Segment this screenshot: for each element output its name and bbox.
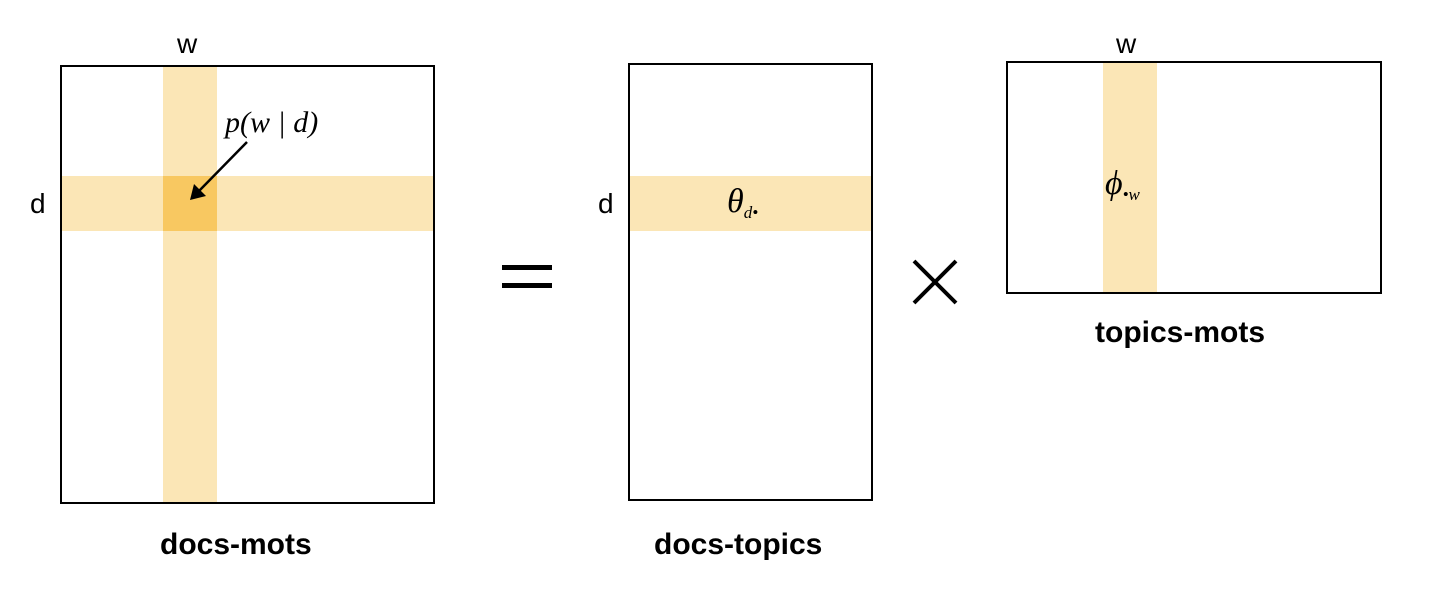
docs-words-col-label: w — [177, 28, 198, 59]
topics-words-col-label: w — [1116, 28, 1137, 59]
phi-symbol: ϕ•w — [1105, 167, 1140, 203]
annotation-arrow — [190, 141, 248, 200]
docs-words-intersection-cell — [163, 176, 217, 231]
equals-sign — [502, 265, 552, 288]
docs-topics-row-highlight — [630, 176, 871, 231]
theta-subscript: d• — [743, 202, 759, 222]
docs-words-caption: docs-mots — [160, 528, 312, 561]
docs-words-row-label: d — [30, 188, 46, 219]
docs-words-matrix — [60, 65, 435, 504]
phi-letter: ϕ — [1105, 165, 1123, 202]
docs-topics-row-label: d — [598, 188, 614, 219]
docs-words-row-highlight — [62, 176, 433, 231]
phi-subscript: •w — [1122, 184, 1140, 204]
topics-words-caption: topics-mots — [1095, 316, 1266, 349]
theta-symbol: θd• — [727, 185, 758, 221]
theta-letter: θ — [727, 183, 744, 220]
topics-words-matrix — [1006, 61, 1382, 294]
multiplication-sign — [912, 259, 958, 305]
docs-topics-matrix — [628, 63, 873, 501]
docs-topics-caption: docs-topics — [654, 528, 823, 561]
probability-annotation: p(w | d) — [225, 106, 319, 139]
topics-words-column-highlight — [1103, 63, 1157, 292]
docs-words-column-highlight — [163, 67, 217, 502]
